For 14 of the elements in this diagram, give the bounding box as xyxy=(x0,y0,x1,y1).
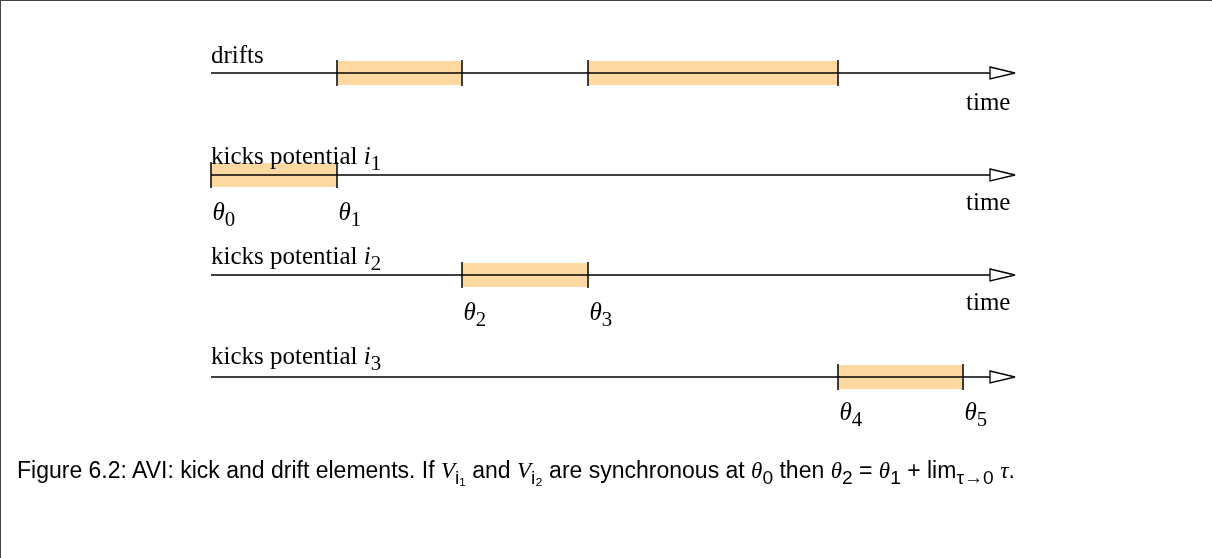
axis-label: kicks potential i$_{3}$ xyxy=(211,343,382,374)
tick-label: θ$_{1}$ xyxy=(338,199,362,230)
axis-label: time xyxy=(966,89,1011,114)
axis-label: kicks potential i$_{1}$ xyxy=(211,143,382,174)
axis-label: kicks potential i$_{2}$ xyxy=(211,243,382,274)
tick-label: θ$_{5}$ xyxy=(964,399,988,430)
axis-label: drifts xyxy=(211,42,264,67)
axis-label: time xyxy=(966,189,1011,214)
tick-label: θ$_{2}$ xyxy=(463,299,487,330)
tick-label: θ$_{4}$ xyxy=(839,399,863,430)
figure-caption: Figure 6.2: AVI: kick and drift elements. If V$_{i₁}$ and V$_{i₂}$ are synchronous at θ$_{0}$ then θ$_{2}$ = θ$_{1}$ + lim$_{τ→0}$ τ. xyxy=(17,456,1016,490)
axis-label: time xyxy=(966,289,1011,314)
tick-label: θ$_{0}$ xyxy=(212,199,236,230)
tick-label: θ$_{3}$ xyxy=(589,299,613,330)
